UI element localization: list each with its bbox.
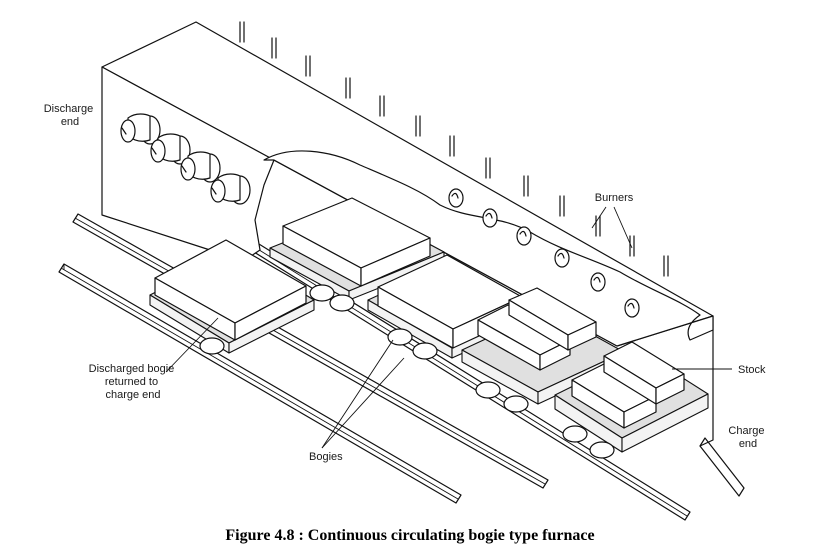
roof-pipes <box>239 21 669 277</box>
burner-port-icon <box>554 248 570 268</box>
discharged-bogie <box>149 239 315 355</box>
burner-port-icon <box>516 226 532 246</box>
figure-caption: Figure 4.8 : Continuous circulating bogi… <box>225 527 594 544</box>
leader-lines <box>165 206 732 449</box>
burner-icon <box>210 173 251 205</box>
bogies-in-furnace <box>269 197 709 459</box>
burner-port-icon <box>590 272 606 292</box>
stock-label: Stock <box>738 364 766 376</box>
bogie <box>269 197 445 312</box>
burner-port-icon <box>624 298 640 318</box>
furnace <box>101 21 714 447</box>
end-burners <box>120 113 251 205</box>
bogies-label: Bogies <box>309 451 343 463</box>
burner-icon <box>120 113 161 145</box>
return-rail <box>58 263 462 504</box>
burner-port-icon <box>448 188 464 208</box>
discharged-bogie-label: Discharged bogie returned to charge end <box>89 363 178 401</box>
bogie-with-stock <box>554 341 709 459</box>
discharge-end-label: Discharge end <box>44 103 97 128</box>
furnace-rail-right <box>179 197 745 521</box>
burner-icon <box>150 133 191 165</box>
charge-end-label: Charge end <box>728 425 767 450</box>
burner-port-icon <box>482 208 498 228</box>
side-burners <box>448 188 640 318</box>
burners-label: Burners <box>595 192 634 204</box>
burner-icon <box>180 151 221 183</box>
